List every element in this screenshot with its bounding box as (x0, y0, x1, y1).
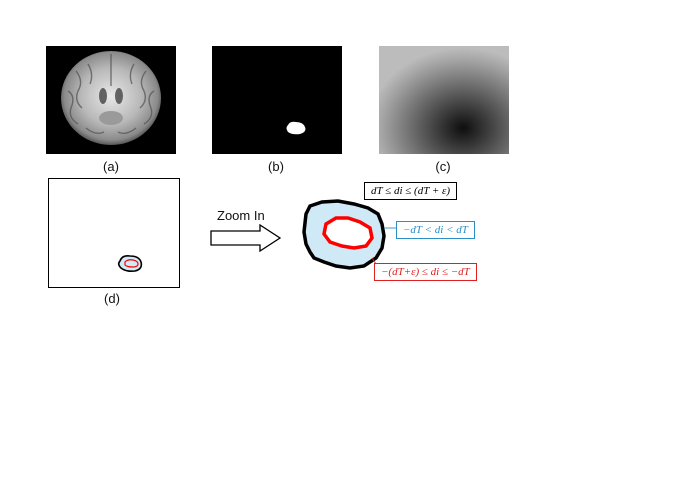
zoom-in-label: Zoom In (217, 208, 265, 223)
mask-blob-graphic (286, 121, 306, 135)
red-band-label: −(dT+ε) ≤ di ≤ −dT (374, 263, 477, 281)
zoom-arrow-icon (210, 224, 282, 252)
zoomed-contour-graphic (302, 199, 386, 270)
binary-mask-image (212, 46, 342, 154)
distance-map-image (379, 46, 509, 154)
caption-b: (b) (268, 159, 284, 174)
caption-a: (a) (103, 159, 119, 174)
leader-lines (369, 190, 396, 271)
brain-mri-graphic (61, 51, 161, 145)
contour-overview-panel (48, 178, 180, 288)
caption-d: (d) (104, 291, 120, 306)
inner-band-label: −dT < di < dT (396, 221, 475, 239)
caption-c: (c) (435, 159, 451, 174)
outer-band-label: dT ≤ di ≤ (dT + ε) (364, 182, 458, 200)
small-contour-graphic (117, 255, 143, 272)
brain-mri-image (46, 46, 176, 154)
